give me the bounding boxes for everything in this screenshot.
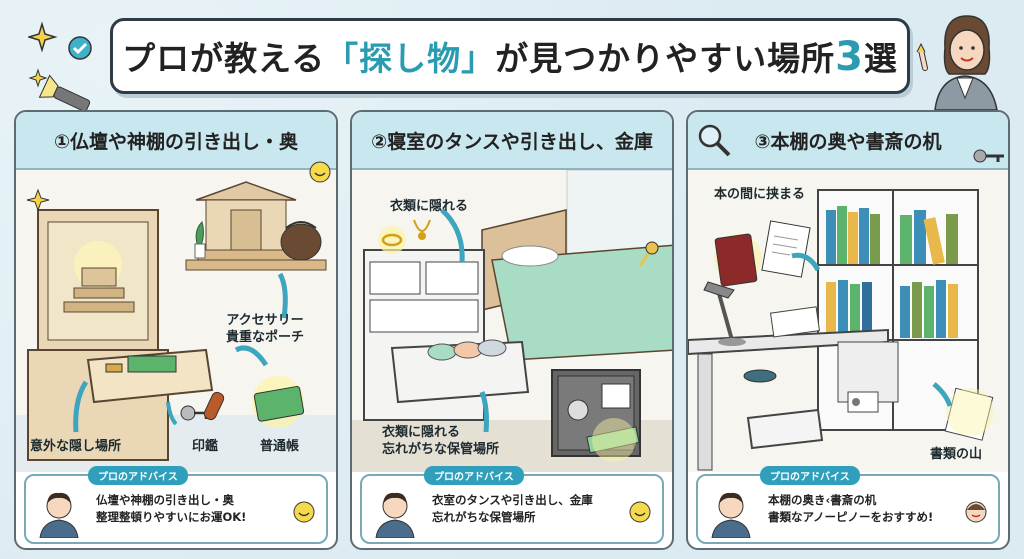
title-banner: プロが教える「探し物」が見つかりやすい場所3選 bbox=[110, 18, 910, 94]
key-icon bbox=[638, 241, 659, 267]
panel-title: ③本棚の奥や書斎の机 bbox=[754, 130, 942, 153]
arrow-icon bbox=[277, 272, 288, 319]
pouch-icon bbox=[280, 221, 322, 261]
document-icon bbox=[761, 220, 811, 278]
arrow-icon bbox=[73, 380, 89, 433]
advisor-man-avatar-icon bbox=[375, 492, 415, 538]
title-number: 3 bbox=[835, 34, 864, 80]
label-bankbook: 普通帳 bbox=[260, 439, 300, 454]
dresser-icon bbox=[363, 249, 530, 421]
magnifier-icon bbox=[698, 124, 731, 157]
title-end: 選 bbox=[863, 39, 898, 78]
arrow-icon bbox=[932, 382, 953, 407]
sparkle-flashlight-decoration bbox=[28, 21, 92, 110]
panel-butsudan: ①仏壇や神棚の引き出し・奥 bbox=[14, 110, 338, 550]
bedroom-scene bbox=[352, 170, 672, 472]
label-seal: 印鑑 bbox=[192, 439, 219, 454]
arrow-icon bbox=[479, 391, 489, 433]
kamidana-shrine-icon bbox=[195, 181, 297, 261]
butsudan-illustration bbox=[16, 170, 336, 472]
advisor-man-avatar-icon bbox=[711, 492, 751, 538]
label-papers: 書類の山 bbox=[930, 447, 983, 462]
panel-header: ②寝室のタンスや引き出し、金庫 bbox=[352, 112, 672, 170]
advice-line2: 整理整頓りやすいにお運OK! bbox=[96, 510, 247, 524]
advice-tag: プロのアドバイス bbox=[88, 466, 188, 485]
desk-lamp-icon bbox=[703, 281, 746, 346]
smile-face-icon bbox=[293, 501, 315, 523]
advice-box: プロのアドバイス 本棚の奥き‹書斎の机書類なアノーピノーをおすすめ! bbox=[696, 466, 1000, 544]
page-title: プロが教える「探し物」が見つかりやすい場所3選 bbox=[122, 32, 898, 80]
passport-icon bbox=[714, 233, 762, 287]
open-drawer-icon bbox=[86, 348, 214, 404]
bankbook-icon bbox=[252, 376, 305, 428]
advice-line1: 本棚の奥き‹書斎の机 bbox=[768, 493, 877, 507]
advice-text: 仏壇や神棚の引き出し・奥整理整頓りやすいにお運OK! bbox=[96, 492, 246, 526]
arrow-icon bbox=[791, 252, 821, 272]
glasses-case-icon bbox=[743, 369, 777, 383]
panel-bedroom: ②寝室のタンスや引き出し、金庫 bbox=[350, 110, 674, 550]
arrow-icon bbox=[440, 208, 465, 263]
necklace-icon bbox=[413, 219, 431, 240]
smile-face-icon bbox=[309, 161, 331, 183]
label-between-books: 本の間に挟まる bbox=[714, 187, 806, 202]
smile-face-icon bbox=[629, 501, 651, 523]
panel-title: ①仏壇や神棚の引き出し・奥 bbox=[53, 130, 299, 153]
title-prefix: プロが教える bbox=[122, 39, 326, 78]
advice-text: 本棚の奥き‹書斎の机書類なアノーピノーをおすすめ! bbox=[768, 492, 933, 526]
advice-box: プロのアドバイス 衣室のタンスや引き出し、金庫忘れがちな保管場所 bbox=[360, 466, 664, 544]
panel-header: ①仏壇や神棚の引き出し・奥 bbox=[16, 112, 336, 170]
advisor-man-avatar-icon bbox=[39, 492, 79, 538]
arrow-icon bbox=[166, 401, 178, 426]
safe-icon bbox=[551, 369, 641, 462]
label-clothes-top: 衣類に隠れる bbox=[390, 199, 469, 214]
advisor-woman-avatar-icon bbox=[965, 501, 987, 523]
panel-header: ③本棚の奥や書斎の机 bbox=[688, 112, 1008, 170]
advice-line2: 忘れがちな保管場所 bbox=[432, 510, 536, 524]
advice-line2: 書類なアノーピノーをおすすめ! bbox=[768, 510, 934, 524]
key-icon bbox=[973, 149, 1004, 163]
arrow-icon bbox=[234, 345, 269, 367]
advice-line1: 衣室のタンスや引き出し、金庫 bbox=[432, 493, 593, 507]
advice-line1: 仏壇や神棚の引き出し・奥 bbox=[96, 493, 234, 507]
presenter-woman-illustration bbox=[916, 15, 998, 110]
advice-tag: プロのアドバイス bbox=[424, 466, 524, 485]
study-scene bbox=[688, 170, 1008, 472]
label-hidden-place: 意外な隠し場所 bbox=[30, 439, 122, 454]
study-illustration bbox=[688, 170, 1008, 472]
butsudan-scene bbox=[16, 170, 336, 472]
label-accessory: アクセサリー 貴重なポーチ bbox=[226, 313, 305, 345]
advice-tag: プロのアドバイス bbox=[760, 466, 860, 485]
seal-icon bbox=[203, 391, 225, 421]
title-highlight: 「探し物」 bbox=[325, 39, 496, 78]
document-pile-icon bbox=[944, 387, 994, 441]
ring-icon bbox=[378, 226, 406, 254]
advice-text: 衣室のタンスや引き出し、金庫忘れがちな保管場所 bbox=[432, 492, 593, 526]
label-clothes-bottom: 衣類に隠れる 忘れがちな保管場所 bbox=[382, 425, 500, 457]
panel-bookshelf: ③本棚の奥や書斎の机 bbox=[686, 110, 1010, 550]
panel-title: ②寝室のタンスや引き出し、金庫 bbox=[371, 130, 653, 153]
papers-icon bbox=[769, 306, 821, 338]
butsudan-cabinet-icon bbox=[27, 209, 169, 461]
advice-box: プロのアドバイス 仏壇や神棚の引き出し・奥整理整頓りやすいにお運OK! bbox=[24, 466, 328, 544]
id-card-icon bbox=[847, 391, 879, 413]
bed-icon bbox=[481, 209, 672, 361]
bedroom-illustration bbox=[352, 170, 672, 472]
title-suffix: が見つかりやすい場所 bbox=[495, 39, 836, 78]
